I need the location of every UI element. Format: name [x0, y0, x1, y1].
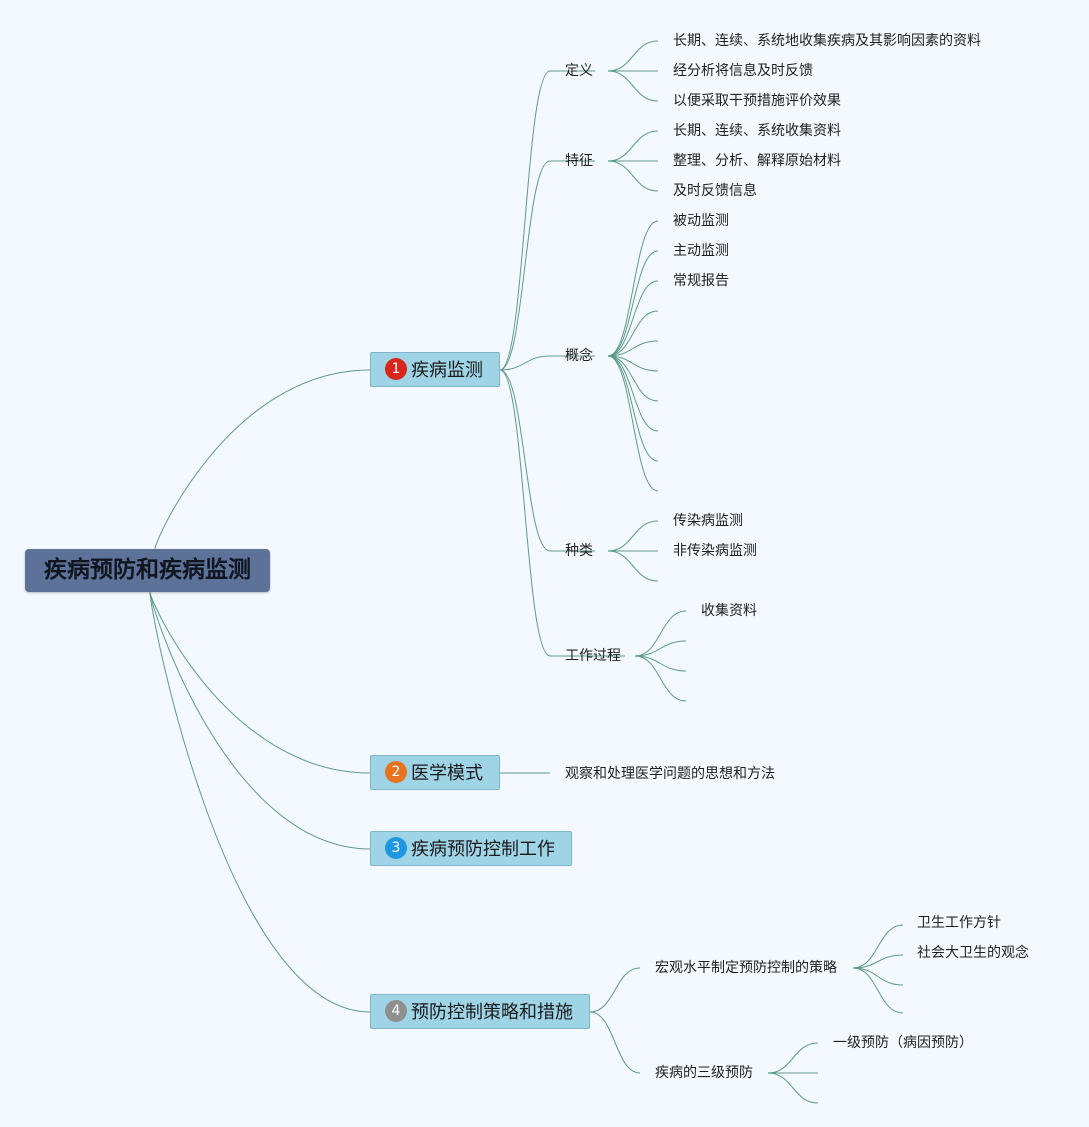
connector-line	[607, 250, 659, 357]
leaf-topic[interactable]: 经分析将信息及时反馈	[673, 63, 813, 79]
subtopic-types[interactable]: 种类	[565, 543, 593, 559]
connector-line	[607, 355, 659, 432]
connector-line	[589, 967, 641, 1013]
subtopic-work-process[interactable]: 工作过程	[565, 648, 621, 664]
leaf-topic[interactable]: 整理、分析、解释原始材料	[673, 153, 841, 169]
leaf-topic[interactable]: 社会大卫生的观念	[917, 945, 1029, 961]
connector-line	[607, 355, 659, 372]
connector-line	[607, 160, 659, 192]
connector-line	[634, 610, 687, 657]
leaf-topic[interactable]: 被动监测	[673, 213, 729, 229]
subtopic-macro-strategy[interactable]: 宏观水平制定预防控制的策略	[655, 960, 837, 976]
leaf-topic[interactable]: 常规报告	[673, 273, 729, 289]
connector-line	[607, 40, 659, 72]
connector-line	[852, 954, 904, 969]
connector-line	[589, 1011, 641, 1074]
connector-line	[852, 967, 904, 1014]
subtopic-medical-model-definition[interactable]: 观察和处理医学问题的思想和方法	[565, 766, 775, 782]
connector-line	[149, 591, 371, 774]
connector-line	[607, 355, 659, 492]
topic-label: 疾病预防控制工作	[411, 839, 555, 860]
connector-line	[149, 591, 371, 850]
topic-label: 医学模式	[411, 763, 483, 784]
connector-line	[607, 355, 659, 462]
connector-line	[852, 967, 904, 986]
connector-line	[499, 355, 551, 371]
connector-line	[149, 591, 371, 1013]
leaf-topic[interactable]: 以便采取干预措施评价效果	[673, 93, 841, 109]
connector-line	[607, 520, 659, 552]
leaf-topic[interactable]: 卫生工作方针	[917, 915, 1001, 931]
leaf-topic[interactable]: 非传染病监测	[673, 543, 757, 559]
connector-line	[499, 369, 551, 552]
connector-line	[607, 280, 659, 357]
connector-line	[852, 924, 904, 969]
leaf-topic[interactable]: 长期、连续、系统收集资料	[673, 123, 841, 139]
subtopic-three-level-prevention[interactable]: 疾病的三级预防	[655, 1065, 753, 1081]
leaf-topic[interactable]: 收集资料	[701, 603, 757, 619]
connector-line	[767, 1042, 819, 1074]
leaf-topic[interactable]: 传染病监测	[673, 513, 743, 529]
number-1-badge-icon: 1	[385, 358, 407, 380]
leaf-topic[interactable]: 长期、连续、系统地收集疾病及其影响因素的资料	[673, 33, 981, 49]
topic-label: 疾病监测	[411, 360, 483, 381]
connector-line	[607, 340, 659, 357]
subtopic-features[interactable]: 特征	[565, 153, 593, 169]
connector-line	[499, 160, 551, 371]
connector-line	[154, 369, 371, 550]
subtopic-definition[interactable]: 定义	[565, 63, 593, 79]
leaf-topic[interactable]: 主动监测	[673, 243, 729, 259]
connector-line	[607, 130, 659, 162]
connector-line	[607, 220, 659, 357]
connector-line	[607, 70, 659, 102]
connector-line	[607, 550, 659, 582]
connector-line	[634, 655, 687, 702]
leaf-topic[interactable]: 一级预防（病因预防）	[833, 1035, 973, 1051]
number-4-badge-icon: 4	[385, 1000, 407, 1022]
connector-line	[634, 655, 687, 672]
connector-line	[767, 1072, 819, 1104]
connector-line	[607, 310, 659, 357]
connector-line	[634, 640, 687, 657]
leaf-topic[interactable]: 及时反馈信息	[673, 183, 757, 199]
number-2-badge-icon: 2	[385, 761, 407, 783]
connector-line	[499, 369, 551, 657]
number-3-badge-icon: 3	[385, 837, 407, 859]
subtopic-concept[interactable]: 概念	[565, 348, 593, 364]
topic-label: 预防控制策略和措施	[411, 1002, 573, 1023]
connector-line	[607, 355, 659, 402]
root-topic[interactable]: 疾病预防和疾病监测	[25, 549, 270, 592]
connector-line	[499, 70, 551, 371]
